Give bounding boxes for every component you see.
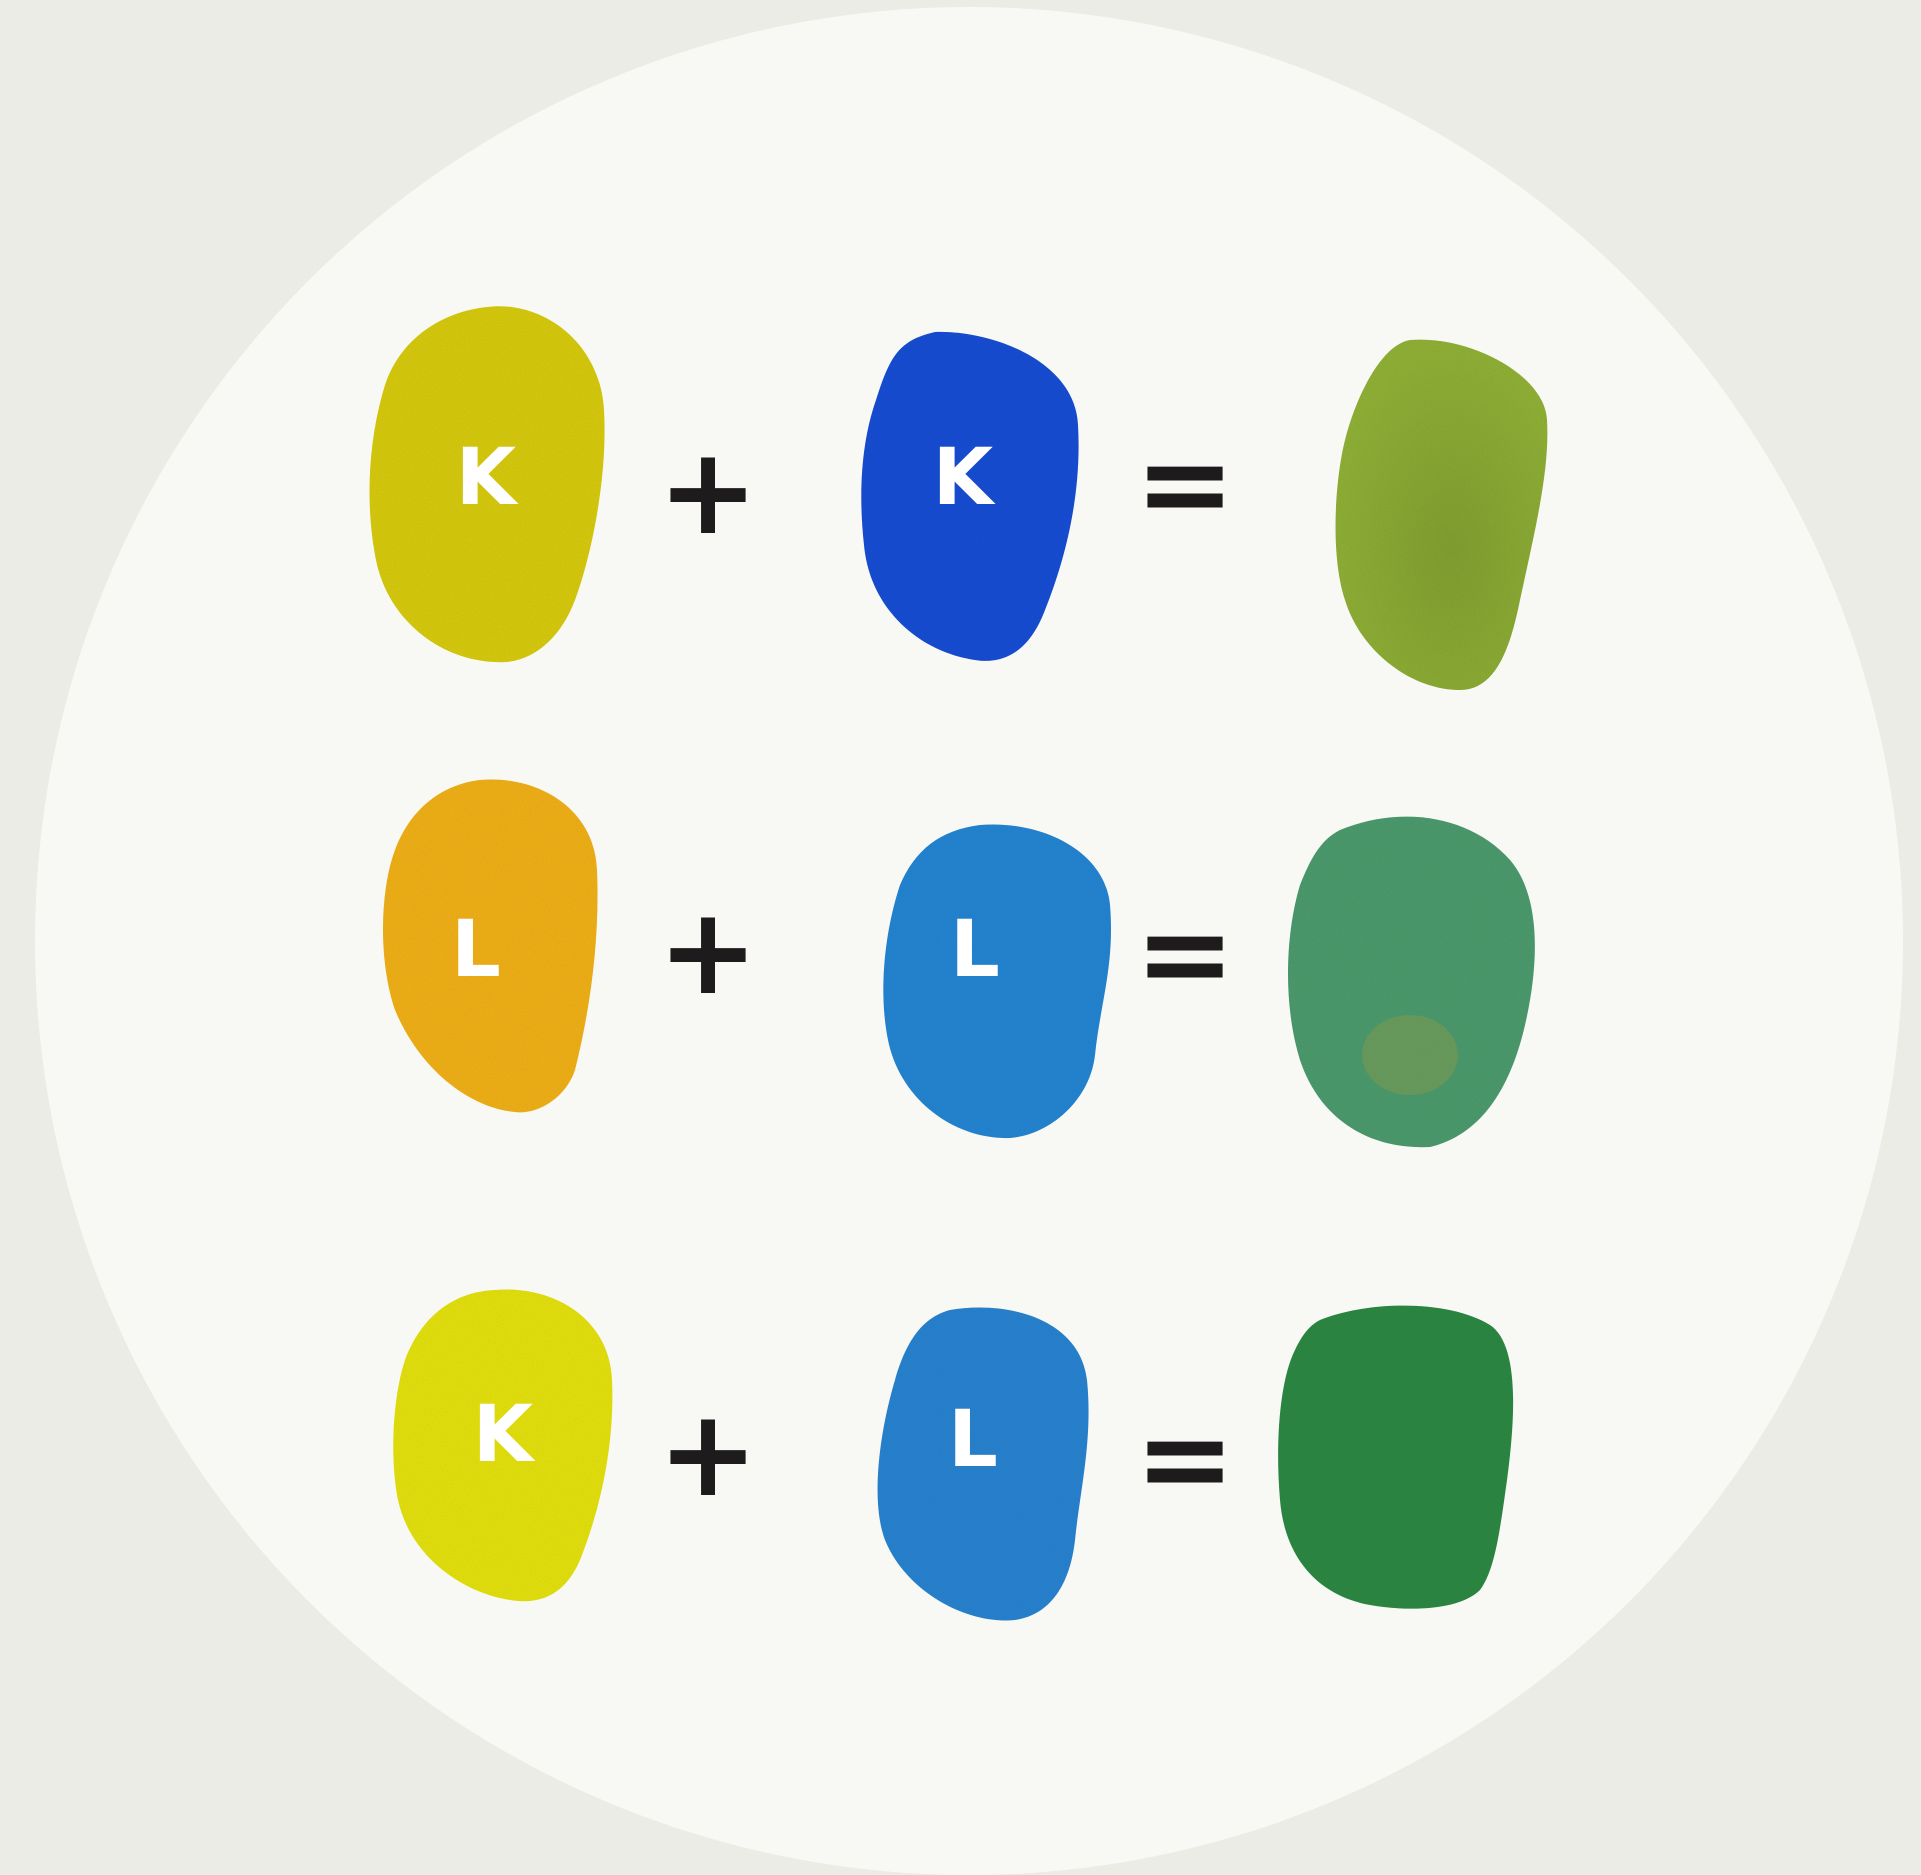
equals-sign-row3: = [1134,1390,1236,1529]
swatch-row1-result-shade [1335,339,1548,690]
swatch-row3-first [393,1289,613,1602]
plus-sign-row1: + [657,423,759,562]
swatch-row2-first [382,779,598,1113]
swatch-label-row2-second: L [950,905,1000,995]
swatch-label-row1-second: K [932,433,994,523]
equals-sign-row1: = [1134,415,1236,554]
swatch-row1-second [861,331,1079,661]
swatch-label-row3-first: K [472,1390,534,1480]
plus-sign-row3: + [657,1385,759,1524]
swatch-label-row2-first: L [451,905,501,995]
swatch-row3-second [877,1307,1089,1621]
plus-sign-row2: + [657,883,759,1022]
swatch-row1-first [369,306,605,663]
swatch-row2-result-spot [1362,1015,1458,1095]
swatch-label-row1-first: K [455,433,517,523]
swatch-label-row3-second: L [948,1395,998,1485]
swatch-row3-result [1278,1305,1514,1609]
equals-sign-row2: = [1134,885,1236,1024]
swatch-row2-result [1287,816,1535,1148]
swatch-row2-second [883,824,1112,1139]
